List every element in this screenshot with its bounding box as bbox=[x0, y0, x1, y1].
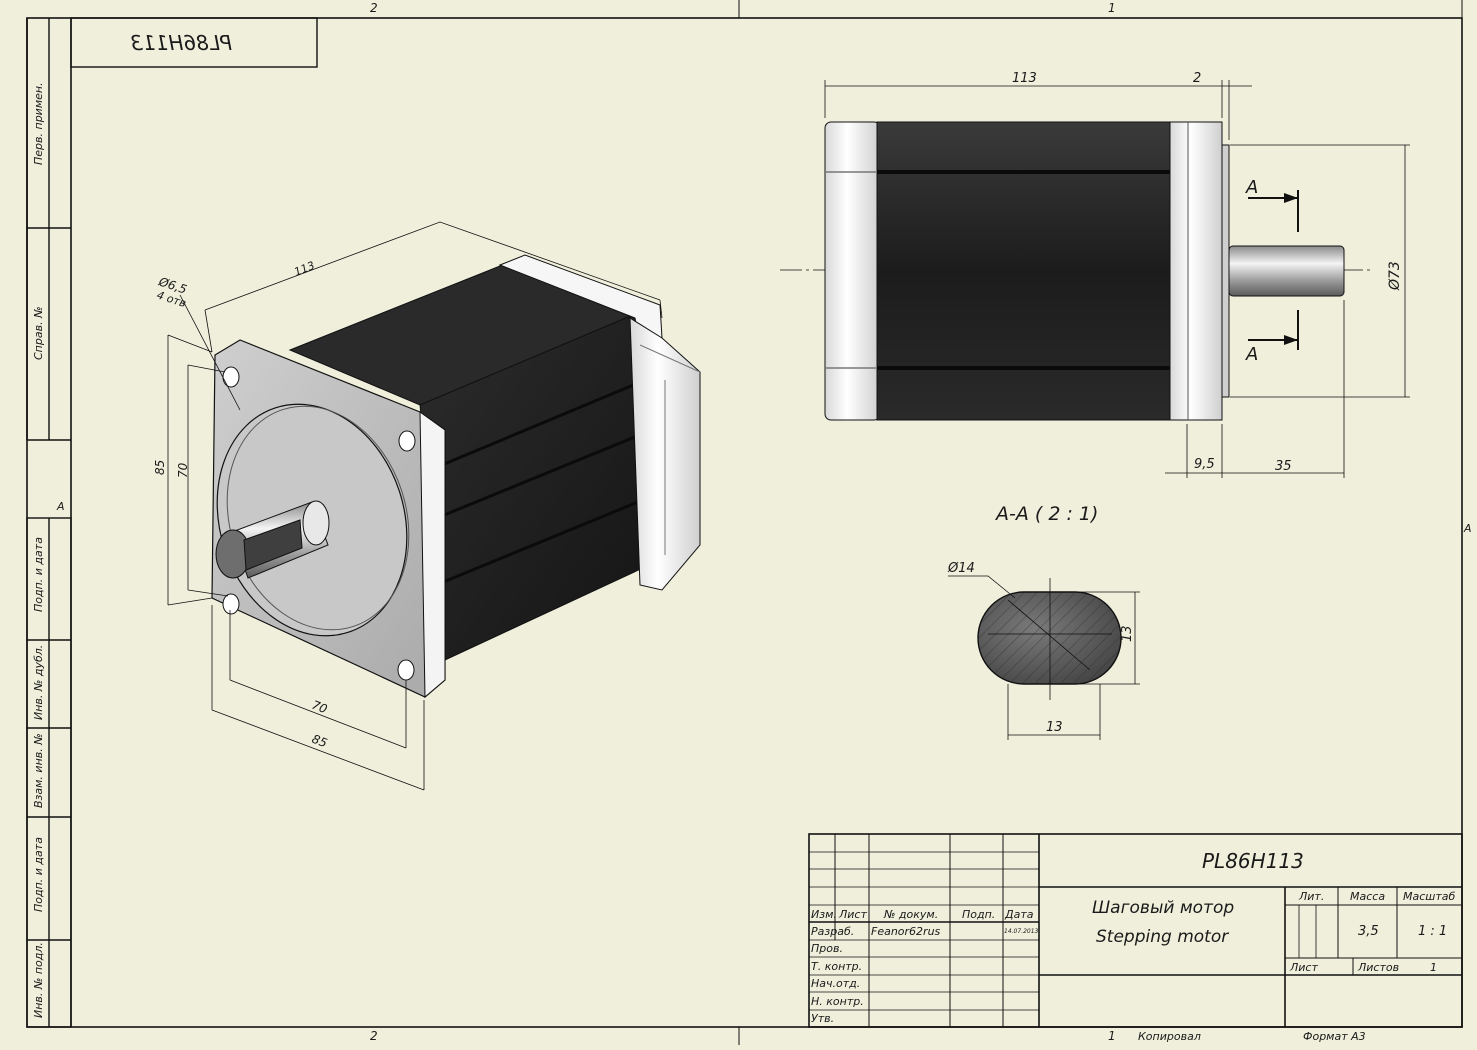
tb-designation: PL86H113 bbox=[1202, 849, 1304, 873]
side-label-perv-primen: Перв. примен. bbox=[32, 82, 45, 165]
isometric-view bbox=[167, 221, 701, 791]
tb-date: 14.07.2013 bbox=[1004, 928, 1039, 935]
iso-dim-85-horizontal: 85 bbox=[310, 732, 329, 751]
tb-row-razrab: Разраб. bbox=[811, 925, 854, 938]
iso-hole-4 bbox=[397, 659, 415, 681]
side-rear-cap bbox=[824, 121, 881, 421]
side-label-inv-dubl: Инв. № дубл. bbox=[32, 645, 45, 720]
section-dim-d14: Ø14 bbox=[947, 561, 975, 576]
side-dim-9-5: 9,5 bbox=[1194, 457, 1215, 472]
tb-sheets-value: 1 bbox=[1430, 961, 1437, 974]
tb-row-tkontr: Т. контр. bbox=[811, 960, 862, 973]
tb-header-doc: № докум. bbox=[883, 908, 938, 921]
side-label-inv-podl: Инв. № подл. bbox=[32, 942, 45, 1018]
section-mark-bottom: A bbox=[1245, 344, 1258, 365]
zone-label-top-1: 1 bbox=[1108, 1, 1116, 15]
tb-name-ru: Шаговый мотор bbox=[1092, 898, 1234, 918]
side-stamp-column bbox=[26, 18, 72, 1028]
side-body bbox=[876, 121, 1173, 421]
mirrored-code: PL86H113 bbox=[130, 31, 232, 55]
tb-header-izm: Изм. bbox=[811, 908, 837, 921]
tb-sheet-label: Лист bbox=[1289, 961, 1318, 974]
iso-dim-85-vertical: 85 bbox=[153, 460, 167, 475]
zone-label-top-2: 2 bbox=[370, 1, 378, 15]
mirrored-code-box: PL86H113 bbox=[70, 17, 318, 68]
tb-mass-value: 3,5 bbox=[1358, 924, 1379, 939]
tb-name-en: Stepping motor bbox=[1096, 927, 1229, 947]
section-view bbox=[948, 575, 1140, 740]
tb-row-utv: Утв. bbox=[811, 1012, 834, 1025]
side-dim-113: 113 bbox=[1012, 71, 1037, 86]
side-dim-2: 2 bbox=[1193, 71, 1201, 86]
side-dim-d73: Ø73 bbox=[1387, 261, 1403, 291]
zone-label-bottom-1: 1 bbox=[1108, 1029, 1116, 1043]
side-shaft bbox=[1228, 245, 1345, 297]
tb-header-podp: Подп. bbox=[962, 908, 995, 921]
zone-label-bottom-2: 2 bbox=[370, 1029, 378, 1043]
iso-hole-1 bbox=[222, 366, 240, 388]
iso-hole-3 bbox=[222, 593, 240, 615]
tb-row-prov: Пров. bbox=[811, 942, 843, 955]
zone-label-right-a: A bbox=[1463, 522, 1472, 535]
tb-scale-label: Масштаб bbox=[1403, 890, 1455, 903]
tb-row-nachotd: Нач.отд. bbox=[811, 977, 860, 990]
section-title: A-A ( 2 : 1) bbox=[994, 503, 1098, 525]
title-block bbox=[808, 833, 1463, 1028]
iso-dim-length: 113 bbox=[292, 259, 316, 279]
section-dim-13-vertical: 13 bbox=[1120, 625, 1135, 642]
side-label-vzam-inv: Взам. инв. № bbox=[32, 733, 45, 808]
side-label-podp-data-2: Подп. и дата bbox=[32, 837, 45, 912]
iso-hole-2 bbox=[398, 430, 416, 452]
zone-label-left-a: A bbox=[56, 500, 65, 513]
tb-header-date: Дата bbox=[1004, 908, 1034, 921]
section-mark-top: A bbox=[1245, 177, 1258, 198]
side-label-podp-data-1: Подп. и дата bbox=[32, 537, 45, 612]
copied-label: Копировал bbox=[1138, 1030, 1201, 1043]
tb-row-nkontr: Н. контр. bbox=[811, 995, 864, 1008]
tb-sheets-label: Листов bbox=[1357, 961, 1399, 974]
format-label: Формат А3 bbox=[1303, 1030, 1366, 1043]
section-dim-13-horizontal: 13 bbox=[1046, 720, 1063, 735]
side-view bbox=[780, 80, 1410, 478]
iso-dim-70-horizontal: 70 bbox=[310, 698, 330, 717]
tb-author: Feanor62rus bbox=[871, 925, 941, 938]
tb-lit-label: Лит. bbox=[1298, 890, 1324, 903]
tb-mass-label: Масса bbox=[1350, 890, 1385, 903]
tb-header-list: Лист bbox=[838, 908, 867, 921]
side-front-flange bbox=[1169, 121, 1223, 421]
side-dim-35: 35 bbox=[1275, 459, 1292, 474]
side-label-sprav: Справ. № bbox=[32, 306, 45, 360]
iso-dim-70-vertical: 70 bbox=[176, 462, 190, 478]
tb-scale-value: 1 : 1 bbox=[1418, 924, 1447, 939]
